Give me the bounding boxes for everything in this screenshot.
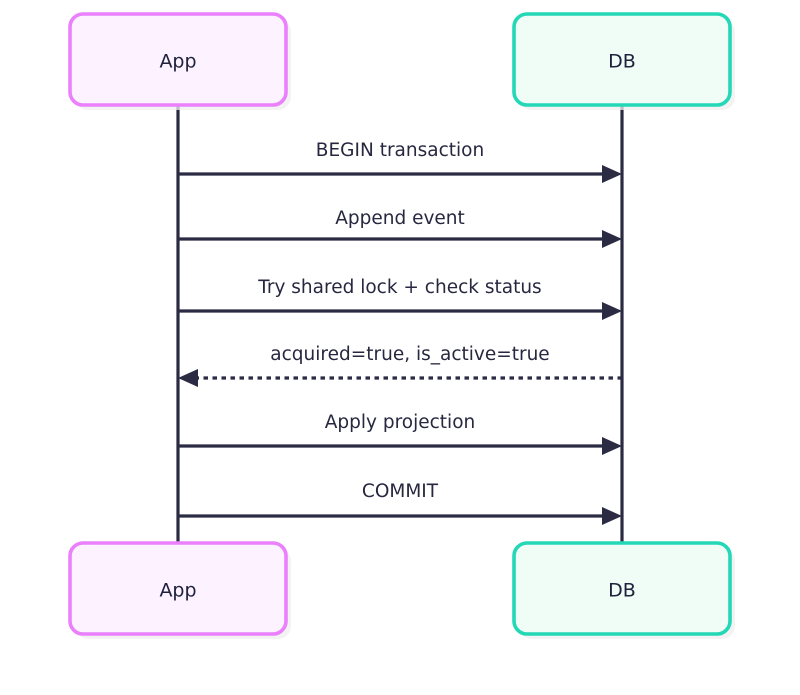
message-2-arrowhead [602,230,622,248]
actor-label-db-bottom: DB [608,580,636,602]
message-6[interactable]: COMMIT [178,481,622,525]
message-2-label: Append event [335,208,465,229]
actor-box-app-bottom-rect [68,541,288,636]
actor-box-db-top[interactable]: DB [512,12,735,110]
message-2[interactable]: Append event [178,208,622,248]
actor-box-app-top[interactable]: App [68,12,291,110]
message-4[interactable]: acquired=true, is_active=true [178,344,622,387]
lifelines [176,105,624,545]
actor-box-db-bottom-rect [512,541,732,636]
message-5-label: Apply projection [325,412,476,433]
message-3[interactable]: Try shared lock + check status [178,277,622,320]
actor-label-db-top: DB [608,51,636,73]
message-3-arrowhead [602,302,622,320]
message-6-arrowhead [602,507,622,525]
actor-box-app-bottom[interactable]: App [68,541,291,639]
message-1[interactable]: BEGIN transaction [178,140,622,183]
actor-label-app-top: App [159,51,196,73]
message-4-label: acquired=true, is_active=true [270,344,549,365]
actor-box-app-top-rect [68,12,288,107]
message-6-label: COMMIT [362,481,439,502]
message-1-label: BEGIN transaction [316,140,484,161]
actor-box-db-top-rect [512,12,732,107]
message-3-label: Try shared lock + check status [257,277,541,298]
actor-box-db-bottom[interactable]: DB [512,541,735,639]
message-5[interactable]: Apply projection [178,412,622,455]
message-1-arrowhead [602,165,622,183]
message-4-arrowhead [178,369,198,387]
actor-label-app-bottom: App [159,580,196,602]
message-5-arrowhead [602,437,622,455]
